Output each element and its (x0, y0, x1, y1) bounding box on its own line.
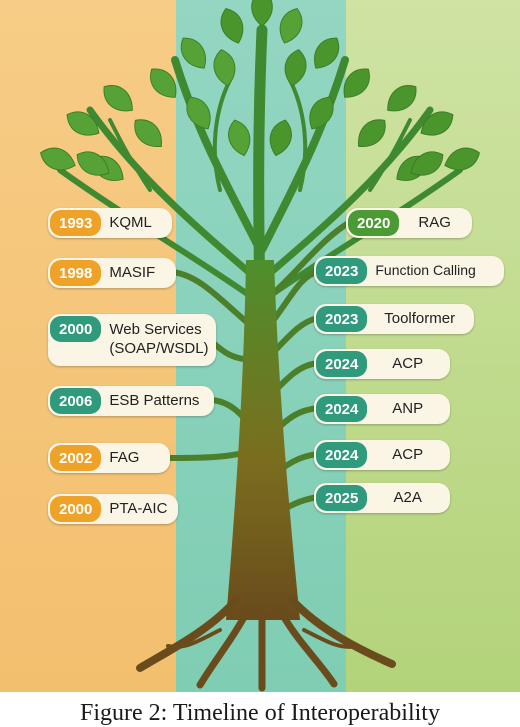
leaf-shape (186, 96, 211, 130)
leaf-shape (314, 37, 340, 69)
timeline-card-esb-patterns: 2006 ESB Patterns (48, 386, 214, 416)
event-label: Toolformer (384, 309, 456, 327)
leaf-shape (358, 119, 386, 147)
timeline-card-web-services: 2000 Web Services (SOAP/WSDL) (48, 314, 216, 366)
leaf-shape (387, 85, 417, 112)
event-label: ACP (392, 354, 424, 372)
year-badge: 2000 (50, 316, 102, 342)
leaf-shape (228, 119, 251, 157)
event-label: FAG (109, 448, 140, 466)
timeline-card-rag: 2020 RAG (346, 208, 472, 238)
event-label: Web Services (SOAP/WSDL) (101, 321, 218, 359)
leaves (40, 0, 480, 181)
year-badge: 2024 (316, 442, 368, 468)
trunk (226, 260, 300, 620)
event-label: MASIF (109, 263, 156, 281)
leaf-shape (220, 8, 244, 44)
timeline-card-acp-2: 2024 ACP (314, 440, 450, 470)
timeline-card-fag: 2002 FAG (48, 443, 170, 473)
timeline-card-masif: 1998 MASIF (48, 258, 176, 288)
event-label: ACP (392, 445, 424, 463)
leaf-shape (284, 49, 307, 87)
leaf-shape (420, 111, 454, 136)
leaf-shape (76, 151, 110, 176)
event-label: Function Calling (375, 262, 476, 279)
leaf-shape (180, 37, 206, 69)
year-badge: 2024 (316, 351, 368, 377)
year-badge: 2023 (316, 306, 368, 332)
timeline-card-toolformer: 2023 Toolformer (314, 304, 474, 334)
tree-illustration (0, 0, 520, 692)
leaf-shape (40, 147, 76, 171)
event-label-line-2: (SOAP/WSDL) (109, 340, 209, 357)
year-badge: 2006 (50, 388, 102, 414)
right-panel (346, 0, 520, 692)
timeline-card-acp: 2024 ACP (314, 349, 450, 379)
branches (57, 24, 463, 306)
leaf-shape (66, 111, 100, 136)
leaf-shape (410, 151, 444, 176)
event-label: KQML (109, 213, 152, 231)
event-label: A2A (393, 488, 422, 506)
leaf-shape (444, 147, 480, 171)
year-badge: 2002 (50, 445, 102, 471)
leaf-shape (251, 0, 273, 27)
event-label: RAG (418, 213, 451, 231)
year-badge: 1998 (50, 260, 102, 286)
leaf-shape (343, 68, 370, 98)
roots (136, 596, 396, 692)
event-label-line-1: Web Services (109, 321, 202, 339)
leaf-shape (134, 119, 162, 147)
event-label: ANP (392, 399, 424, 417)
timeline-card-function-calling: 2023 Function Calling (314, 256, 504, 286)
leaf-shape (213, 49, 236, 87)
year-badge: 1993 (50, 210, 102, 236)
timeline-card-pta-aic: 2000 PTA-AIC (48, 494, 178, 524)
figure-caption: Figure 2: Timeline of Interoperability (80, 700, 440, 726)
timeline-card-kqml: 1993 KQML (48, 208, 172, 238)
event-label: ESB Patterns (109, 391, 200, 409)
leaf-shape (269, 119, 292, 157)
leaf-shape (103, 85, 133, 112)
year-badge: 2024 (316, 396, 368, 422)
year-badge: 2020 (348, 210, 400, 236)
leaf-shape (279, 8, 303, 44)
year-badge: 2025 (316, 485, 368, 511)
leaf-shape (150, 68, 177, 98)
timeline-card-anp: 2024 ANP (314, 394, 450, 424)
timeline-card-a2a: 2025 A2A (314, 483, 450, 513)
leaf-shape (309, 96, 334, 130)
year-badge: 2000 (50, 496, 102, 522)
event-label: PTA-AIC (109, 499, 168, 517)
year-badge: 2023 (316, 258, 368, 284)
